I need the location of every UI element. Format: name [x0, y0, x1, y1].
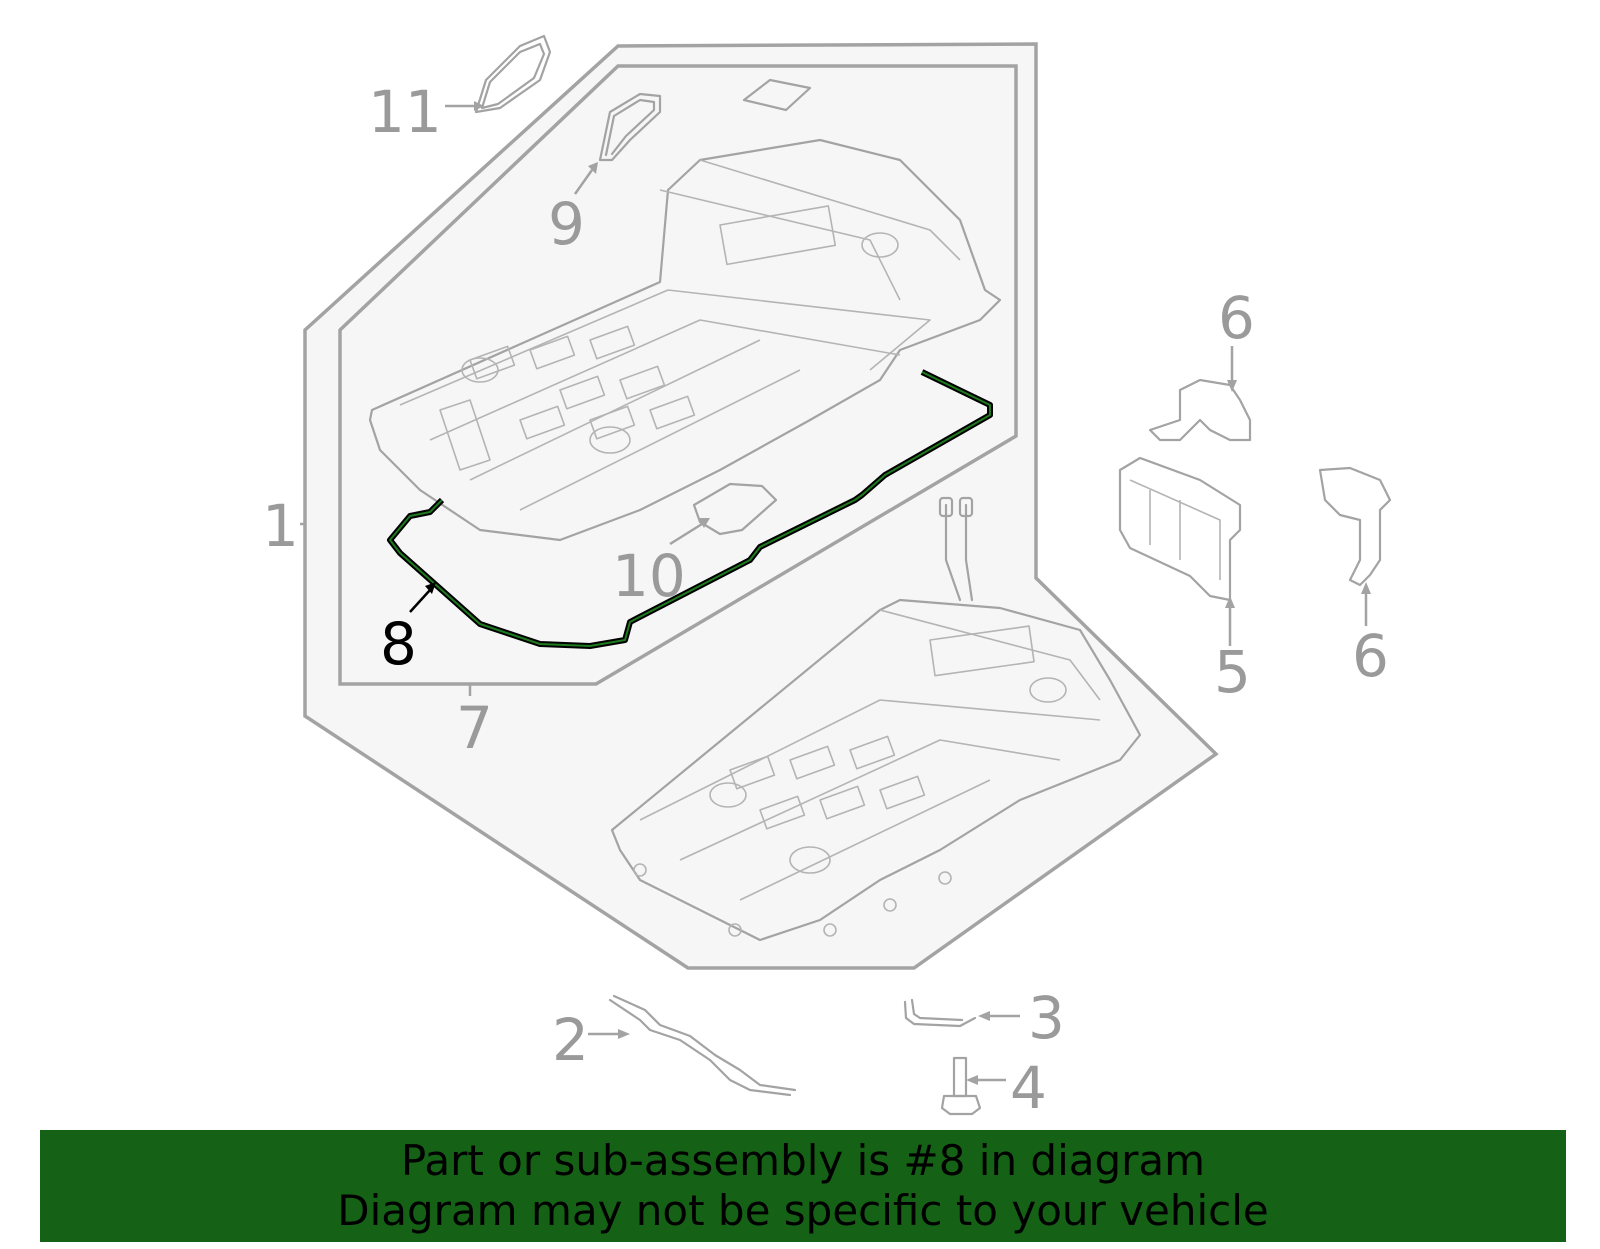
callout-5: 5	[1214, 638, 1251, 706]
cover-plate	[742, 78, 812, 112]
gasket-11	[474, 34, 552, 114]
gasket-9	[598, 92, 662, 162]
banner-line-2: Diagram may not be specific to your vehi…	[337, 1186, 1269, 1235]
bolt-4	[940, 1056, 982, 1116]
cover-5	[1118, 456, 1242, 602]
bracket-6-right	[1318, 466, 1392, 587]
callout-6-upper: 6	[1218, 284, 1255, 352]
subassembly-7-outline	[338, 64, 1018, 686]
info-banner: Part or sub-assembly is #8 in diagram Di…	[40, 1130, 1566, 1242]
callout-11: 11	[368, 78, 442, 146]
callout-4: 4	[1010, 1054, 1047, 1122]
pipe-3	[903, 998, 977, 1028]
banner-line-1: Part or sub-assembly is #8 in diagram	[400, 1136, 1206, 1185]
lower-battery-assembly	[610, 496, 1142, 942]
callout-2: 2	[552, 1006, 589, 1074]
callout-1: 1	[262, 492, 299, 560]
callout-7: 7	[456, 694, 493, 762]
callout-9: 9	[548, 190, 585, 258]
leader-lines	[300, 101, 1371, 1085]
harness-2	[608, 994, 797, 1097]
callout-3: 3	[1028, 984, 1065, 1052]
callout-10: 10	[612, 542, 686, 610]
gasket-8-highlighted	[387, 369, 993, 649]
callout-6-right: 6	[1352, 622, 1389, 690]
callout-8: 8	[380, 610, 417, 678]
bracket-6-upper	[1148, 378, 1252, 442]
